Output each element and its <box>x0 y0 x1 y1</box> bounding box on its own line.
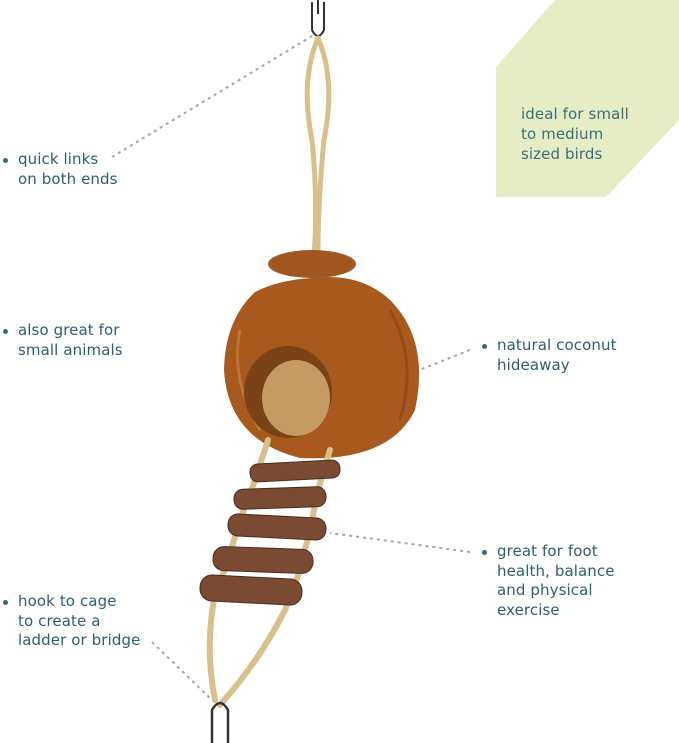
callout-line: small animals <box>18 340 123 359</box>
badge-background <box>496 0 679 197</box>
callout-line: ladder or bridge <box>18 631 141 649</box>
callout-line: and physical <box>497 581 593 599</box>
callout-line: to create a <box>18 611 101 630</box>
callout-line: on both ends <box>18 169 118 188</box>
callout-line: exercise <box>497 600 560 619</box>
callout-line: natural coconut <box>497 336 617 354</box>
callout-small-animals: also great for small animals <box>18 321 123 360</box>
bullet-small-animals <box>3 329 8 334</box>
bullet-foot-health <box>482 550 487 555</box>
callout-line: health, balance <box>497 561 615 580</box>
callout-line: also great for <box>18 321 120 339</box>
top-quick-link-icon <box>311 0 325 37</box>
callout-line: great for foot <box>497 542 598 560</box>
callout-quick-links: quick links on both ends <box>18 150 118 189</box>
ladder-rungs <box>199 459 341 606</box>
callout-coconut: natural coconut hideaway <box>497 336 617 375</box>
badge-text: ideal for small to medium sized birds <box>521 104 629 164</box>
callout-foot-health: great for foot health, balance and physi… <box>497 542 615 620</box>
callout-line: hook to cage <box>18 592 117 610</box>
callout-line: quick links <box>18 150 99 168</box>
badge-line: ideal for small <box>521 105 629 123</box>
sisal-rope <box>304 35 332 258</box>
bullet-hook <box>3 600 8 605</box>
bottom-quick-link-icon <box>210 701 230 743</box>
callout-hook: hook to cage to create a ladder or bridg… <box>18 592 140 651</box>
badge-line: to medium <box>521 125 604 143</box>
badge-line: sized birds <box>521 145 603 163</box>
coconut-lid <box>268 250 356 278</box>
bullet-coconut <box>482 344 487 349</box>
callout-line: hideaway <box>497 355 570 374</box>
bullet-quick-links <box>3 158 8 163</box>
